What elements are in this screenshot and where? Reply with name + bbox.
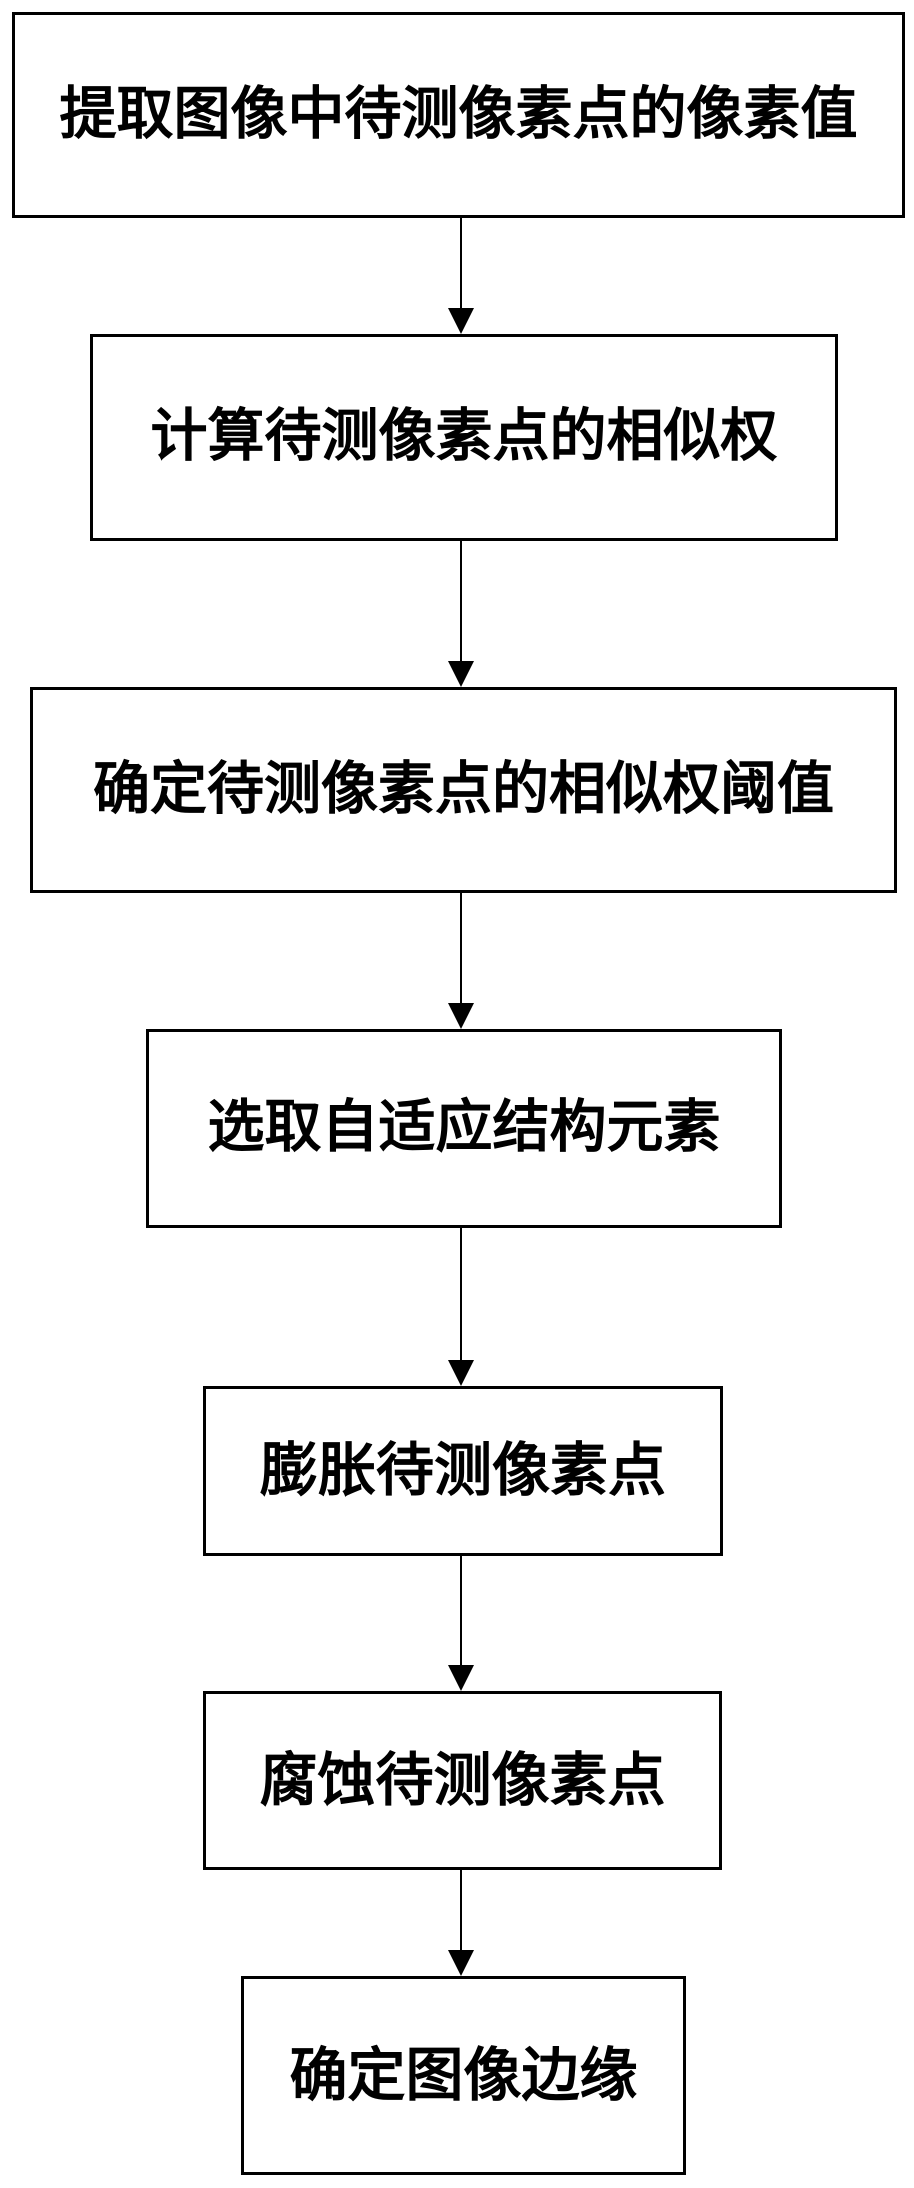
arrow-stem — [460, 218, 462, 310]
flow-step-2: 计算待测像素点的相似权 — [90, 334, 838, 541]
flow-step-5-label: 膨胀待测像素点 — [259, 1438, 666, 1504]
arrow-stem — [460, 541, 462, 663]
flow-step-1: 提取图像中待测像素点的像素值 — [12, 12, 905, 218]
flow-step-5: 膨胀待测像素点 — [203, 1386, 723, 1556]
flow-arrow-1-2 — [448, 218, 474, 334]
arrow-head-icon — [448, 1360, 474, 1386]
flow-arrow-4-5 — [448, 1228, 474, 1386]
arrow-head-icon — [448, 661, 474, 687]
flow-step-6: 腐蚀待测像素点 — [203, 1691, 722, 1870]
arrow-head-icon — [448, 1003, 474, 1029]
flow-step-6-label: 腐蚀待测像素点 — [259, 1747, 666, 1813]
arrow-head-icon — [448, 1665, 474, 1691]
arrow-stem — [460, 1870, 462, 1952]
flow-arrow-6-7 — [448, 1870, 474, 1976]
flow-step-4: 选取自适应结构元素 — [146, 1029, 782, 1228]
flow-step-4-label: 选取自适应结构元素 — [207, 1096, 721, 1160]
flow-step-3: 确定待测像素点的相似权阈值 — [30, 687, 897, 893]
arrow-head-icon — [448, 308, 474, 334]
arrow-stem — [460, 1556, 462, 1667]
flow-step-1-label: 提取图像中待测像素点的像素值 — [59, 82, 858, 146]
flow-arrow-3-4 — [448, 893, 474, 1029]
flow-step-7: 确定图像边缘 — [241, 1976, 686, 2175]
flow-step-3-label: 确定待测像素点的相似权阈值 — [93, 757, 834, 821]
arrow-stem — [460, 893, 462, 1005]
flow-arrow-5-6 — [448, 1556, 474, 1691]
flow-step-7-label: 确定图像边缘 — [289, 2042, 638, 2108]
arrow-stem — [460, 1228, 462, 1362]
flow-step-2-label: 计算待测像素点的相似权 — [150, 405, 778, 469]
arrow-head-icon — [448, 1950, 474, 1976]
flow-arrow-2-3 — [448, 541, 474, 687]
